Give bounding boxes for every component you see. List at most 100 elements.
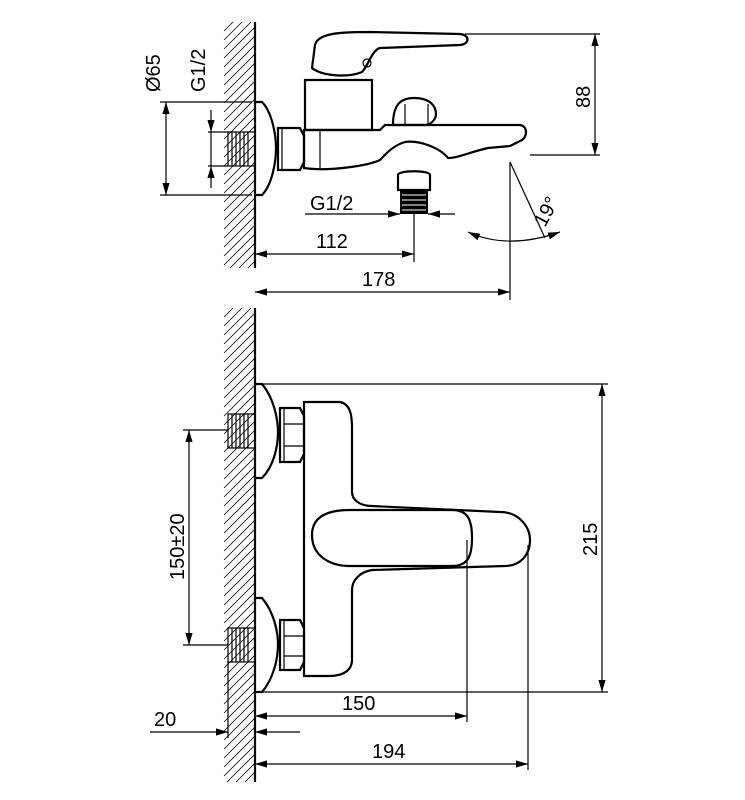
wall-hatch-line xyxy=(223,26,256,59)
wall-hatch-line xyxy=(226,753,256,783)
wall-hatch-line xyxy=(223,188,256,221)
wall-hatch-line xyxy=(223,330,256,363)
wall-hatch-line xyxy=(223,161,256,194)
wall-hatch-line xyxy=(229,242,256,269)
wall-hatch-line xyxy=(223,492,256,525)
wall-hatch-line xyxy=(223,62,256,95)
wall-hatch-line xyxy=(223,321,256,354)
side-view: Ø65 G1/2 88 G1/2 112 xyxy=(143,30,600,300)
wall-hatch-line xyxy=(223,438,256,471)
wall-hatch-line xyxy=(235,762,256,783)
dim-outlet-thread: G1/2 xyxy=(305,193,455,218)
wall-hatch-line xyxy=(223,600,256,633)
wall-hatch-line xyxy=(223,152,256,185)
mixer-body-top xyxy=(302,400,532,678)
wall-hatch-line xyxy=(223,654,256,687)
cartridge-column-side xyxy=(303,78,374,132)
dim-178: 178 xyxy=(255,162,511,300)
wall-hatch-line xyxy=(223,393,256,426)
thread-stub-side xyxy=(227,131,256,167)
wall-hatch-line xyxy=(223,447,256,480)
top-view: 150±20 215 150 194 20 xyxy=(150,382,608,770)
wall-hatch-line xyxy=(223,744,256,777)
wall-hatch-line xyxy=(223,215,256,248)
wall-hatch-line xyxy=(223,348,256,381)
dim-thread-side-label: G1/2 xyxy=(188,49,210,92)
wall-hatch-line xyxy=(223,21,234,32)
wall-hatch-line xyxy=(223,519,256,552)
lever-side xyxy=(310,30,469,77)
dim-centers-label: 150±20 xyxy=(167,513,189,580)
dim-wall-offset-label: 20 xyxy=(154,709,176,731)
wall-hatch-line xyxy=(223,510,256,543)
wall-hatch-line xyxy=(223,98,256,131)
wall-hatch-line xyxy=(223,197,256,230)
dim-height-88-label: 88 xyxy=(573,86,595,108)
wall-hatch-line xyxy=(223,690,256,723)
dim-angle: 19° xyxy=(467,161,564,242)
thread-stub-lower xyxy=(227,627,256,663)
wall-hatch-line xyxy=(223,546,256,579)
wall-hatch-line xyxy=(223,465,256,498)
wall-hatch-line xyxy=(223,21,252,50)
dim-194-label: 194 xyxy=(372,741,405,763)
wall-hatch-line xyxy=(223,307,234,318)
wall-hatch-line xyxy=(223,312,256,345)
wall-hatch-line xyxy=(223,170,256,203)
wall-hatch-line xyxy=(223,501,256,534)
dim-112: 112 xyxy=(255,214,415,262)
dim-height-215-label: 215 xyxy=(580,523,602,556)
wall-hatch-line xyxy=(244,771,256,783)
wall-hatch-line xyxy=(223,699,256,732)
wall-hatch-line xyxy=(223,573,256,606)
wall-hatch-line xyxy=(223,307,252,336)
wall-hatch-line xyxy=(223,35,256,68)
wall-hatch-line xyxy=(223,735,256,768)
dim-diameter: Ø65 xyxy=(143,54,252,196)
shower-outlet-side xyxy=(396,170,432,192)
wall-hatch-line xyxy=(223,456,256,489)
wall-hatch-line xyxy=(223,474,256,507)
escutcheon-lower xyxy=(255,596,280,694)
wall-bottom xyxy=(223,307,257,783)
wall-hatch-line xyxy=(223,663,256,696)
wall-hatch-line xyxy=(247,260,256,269)
wall-hatch-line xyxy=(223,672,256,705)
wall-hatch-line xyxy=(223,582,256,615)
wall-hatch-line xyxy=(253,780,256,783)
escutcheon-upper xyxy=(255,382,280,480)
dim-centers: 150±20 xyxy=(167,429,228,646)
wall-hatch-line xyxy=(223,609,256,642)
wall-hatch-line xyxy=(223,71,256,104)
wall-hatch-line xyxy=(223,89,256,122)
dim-height-88: 88 xyxy=(465,33,600,156)
wall-hatch-line xyxy=(223,224,256,257)
wall-hatch-line xyxy=(223,726,256,759)
wall-hatch-line xyxy=(223,681,256,714)
wall-hatch-line xyxy=(223,384,256,417)
escutcheon-side xyxy=(255,100,278,197)
wall-hatch-line xyxy=(223,307,243,327)
dim-112-label: 112 xyxy=(316,231,348,253)
dim-150: 150 xyxy=(255,540,468,722)
dim-150-label: 150 xyxy=(342,693,375,715)
dim-194: 194 xyxy=(255,545,529,770)
wall-hatch-line xyxy=(238,251,256,269)
wall-hatch-line xyxy=(223,339,256,372)
diverter-knob-side xyxy=(391,96,438,127)
dim-angle-label: 19° xyxy=(530,193,564,230)
dim-wall-offset: 20 xyxy=(150,662,300,738)
wall-hatch-line xyxy=(223,357,256,390)
wall-hatch-line xyxy=(223,206,256,239)
wall-hatch-line xyxy=(223,233,256,266)
dim-thread-side: G1/2 xyxy=(188,49,228,188)
wall-hatch-line xyxy=(223,537,256,570)
wall-hatch-line xyxy=(223,107,256,140)
wall-hatch-line xyxy=(223,717,256,750)
dim-height-215: 215 xyxy=(262,383,608,693)
wall-hatch-line xyxy=(223,528,256,561)
dim-outlet-thread-label: G1/2 xyxy=(310,193,353,215)
wall-hatch-line xyxy=(223,555,256,588)
wall-hatch-line xyxy=(223,483,256,516)
